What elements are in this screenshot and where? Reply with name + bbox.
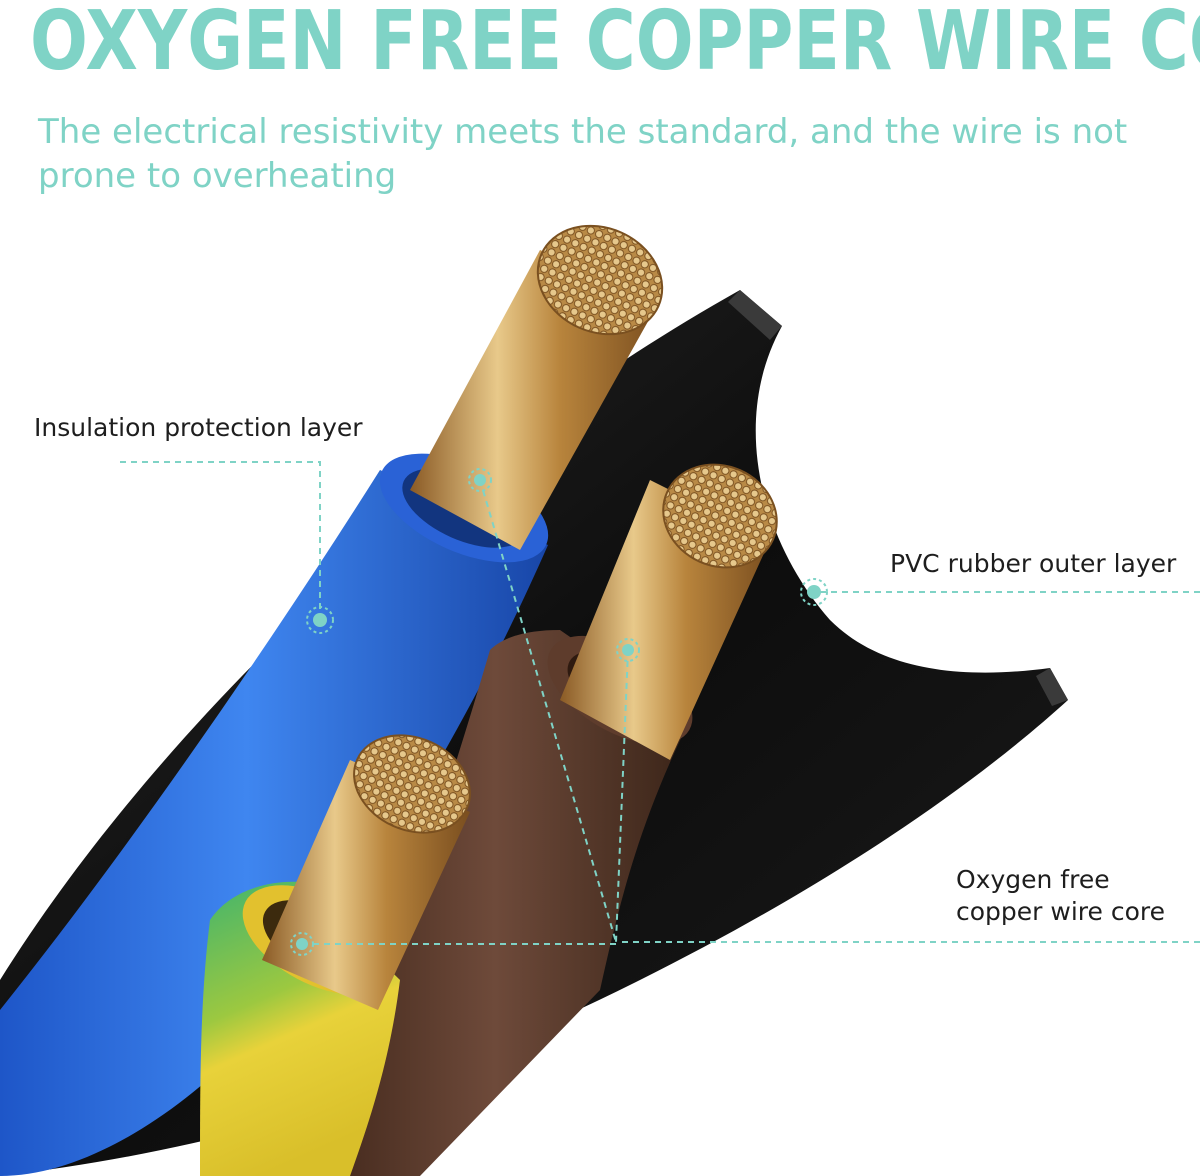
brown-insulation	[300, 630, 690, 1176]
page-title: OXYGEN FREE COPPER WIRE CORE	[30, 0, 1200, 89]
copper-core-label: Oxygen free copper wire core	[956, 865, 1165, 926]
pvc-outer-layer-label: PVC rubber outer layer	[890, 549, 1177, 578]
callout-leaders	[120, 461, 1200, 945]
page-subtitle: The electrical resistivity meets the sta…	[38, 112, 1128, 196]
insulation-layer-label: Insulation protection layer	[34, 413, 363, 442]
callout-dots	[290, 468, 828, 956]
blue-insulation	[0, 470, 548, 1176]
